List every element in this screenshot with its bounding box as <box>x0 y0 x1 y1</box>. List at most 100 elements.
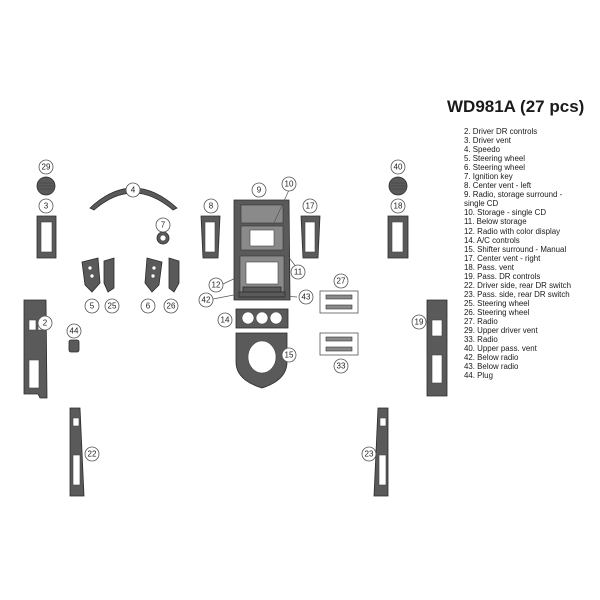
legend-item: 26. Steering wheel <box>464 307 530 317</box>
callout-label: 15 <box>285 351 294 360</box>
callout-10: 10 <box>281 176 297 192</box>
part-42-below-radio <box>238 291 286 298</box>
legend-item: 9. Radio, storage surround - <box>464 190 563 200</box>
part-3-driver-vent <box>36 215 57 259</box>
callout-33: 33 <box>333 358 349 374</box>
callout-label: 7 <box>161 221 166 230</box>
callout-26: 26 <box>163 298 179 314</box>
callout-label: 5 <box>90 302 95 311</box>
part-2-driver-dr-controls <box>23 299 48 399</box>
legend-item: 3. Driver vent <box>464 136 511 146</box>
callout-5: 5 <box>84 298 100 314</box>
callout-label: 10 <box>285 180 294 189</box>
legend-item: 5. Steering wheel <box>464 154 525 164</box>
legend-item: 40. Upper pass. vent <box>464 344 537 354</box>
legend-item: 6. Steering wheel <box>464 163 525 173</box>
callout-9: 9 <box>251 182 267 198</box>
legend-item: 42. Below radio <box>464 353 519 363</box>
legend-item: 10. Storage - single CD <box>464 208 547 218</box>
callout-label: 25 <box>108 302 117 311</box>
legend-item: 2. Driver DR controls <box>464 127 538 136</box>
leader-12 <box>222 275 241 285</box>
callout-label: 33 <box>337 362 346 371</box>
ignition-hole <box>159 234 167 242</box>
leader-42 <box>212 293 240 300</box>
part-19-pass-dr-controls <box>426 299 448 397</box>
legend-item: 22. Driver side, rear DR switch <box>464 280 571 290</box>
callout-label: 14 <box>221 316 230 325</box>
part-18-pass-vent <box>387 215 409 259</box>
callout-label: 18 <box>394 202 403 211</box>
legend-item: 25. Steering wheel <box>464 298 530 308</box>
legend-item: 15. Shifter surround - Manual <box>464 244 567 254</box>
callout-label: 40 <box>394 163 403 172</box>
callout-label: 11 <box>294 268 303 277</box>
legend-item: 7. Ignition key <box>464 172 513 182</box>
part-29-upper-driver-vent <box>36 176 56 196</box>
callout-12: 12 <box>208 277 224 293</box>
part-15-shifter-surround <box>235 332 288 389</box>
callout-18: 18 <box>390 198 406 214</box>
callout-label: 3 <box>44 202 49 211</box>
leader-43 <box>282 295 298 298</box>
callout-label: 43 <box>302 293 311 302</box>
legend-item: 11. Below storage <box>464 217 527 227</box>
callout-3: 3 <box>38 198 54 214</box>
part-10-storage <box>272 189 290 226</box>
callout-label: 19 <box>415 318 424 327</box>
callout-label: 4 <box>131 186 136 195</box>
callout-7: 7 <box>155 217 171 233</box>
part-33-radio <box>319 332 359 356</box>
legend-item: 12. Radio with color display <box>464 226 561 236</box>
part-22-driver-rear-dr-switch <box>69 407 85 497</box>
sw5-hole-2 <box>89 273 95 279</box>
callout-8: 8 <box>203 198 219 214</box>
legend-item: single CD <box>464 199 499 209</box>
callout-17: 17 <box>302 198 318 214</box>
callout-15: 15 <box>281 347 297 363</box>
callout-23: 23 <box>361 446 377 462</box>
sw6-hole-2 <box>150 273 156 279</box>
part-17-center-vent-right <box>300 215 321 259</box>
callout-label: 22 <box>88 450 97 459</box>
kit-title: WD981A (27 pcs) <box>447 97 585 116</box>
callout-label: 6 <box>146 302 151 311</box>
callout-29: 29 <box>38 159 54 175</box>
callout-40: 40 <box>390 159 406 175</box>
callout-label: 23 <box>365 450 374 459</box>
callout-label: 12 <box>212 281 221 290</box>
part-40-upper-pass-vent <box>388 176 408 196</box>
callout-11: 11 <box>290 264 306 280</box>
legend-item: 43. Below radio <box>464 362 519 372</box>
callout-44: 44 <box>66 323 82 339</box>
legend-item: 14. A/C controls <box>464 235 520 245</box>
legend-item: 29. Upper driver vent <box>464 326 538 336</box>
callout-25: 25 <box>104 298 120 314</box>
part-44-plug <box>68 339 80 353</box>
callout-42: 42 <box>198 292 214 308</box>
callout-label: 17 <box>306 202 315 211</box>
parts-legend: 2. Driver DR controls 3. Driver vent 4. … <box>464 127 571 380</box>
legend-item: 8. Center vent - left <box>464 181 532 191</box>
callout-label: 9 <box>257 186 262 195</box>
legend-item: 23. Pass. side, rear DR switch <box>464 289 570 299</box>
callout-label: 42 <box>202 296 211 305</box>
legend-item: 27. Radio <box>464 316 498 326</box>
part-9-radio-surround <box>233 199 291 301</box>
callout-19: 19 <box>411 314 427 330</box>
sw6-hole <box>151 265 157 271</box>
callout-43: 43 <box>298 289 314 305</box>
part-14-ac-controls <box>235 308 289 329</box>
callout-14: 14 <box>217 312 233 328</box>
callout-label: 44 <box>70 327 79 336</box>
callout-label: 29 <box>42 163 51 172</box>
part-4-speedo <box>89 187 178 211</box>
legend-item: 19. Pass. DR controls <box>464 271 541 281</box>
legend-item: 33. Radio <box>464 335 498 345</box>
legend-item: 18. Pass. vent <box>464 262 515 272</box>
legend-item: 4. Speedo <box>464 145 500 155</box>
part-23-pass-rear-dr-switch <box>373 407 389 497</box>
callout-label: 8 <box>209 202 214 211</box>
